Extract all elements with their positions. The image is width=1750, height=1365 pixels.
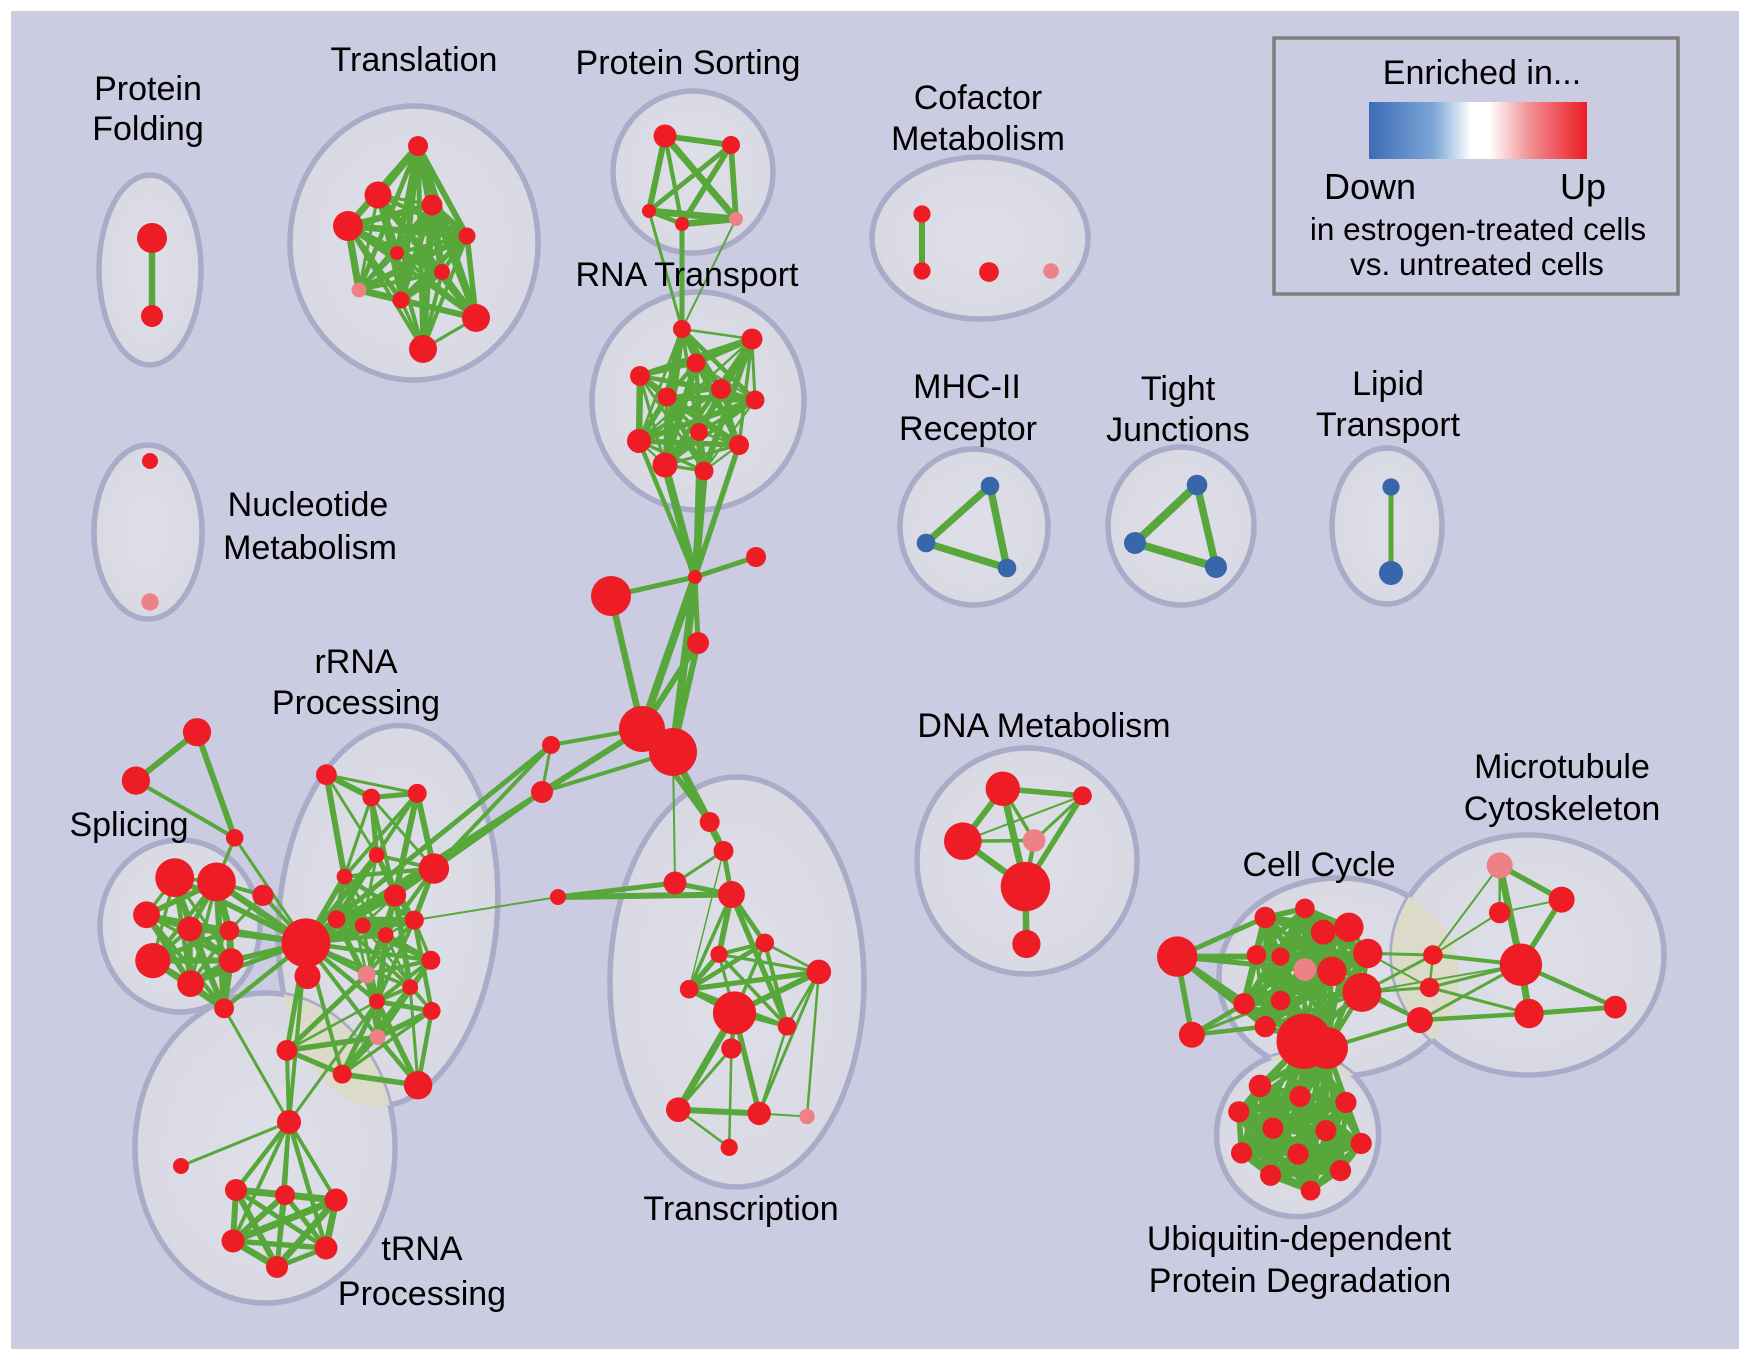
svg-text:Junctions: Junctions	[1106, 411, 1250, 449]
svg-text:Cytoskeleton: Cytoskeleton	[1464, 790, 1661, 828]
svg-text:Protein: Protein	[94, 70, 202, 108]
svg-text:Lipid: Lipid	[1352, 365, 1424, 403]
svg-text:Protein Sorting: Protein Sorting	[576, 44, 801, 82]
svg-text:Cell Cycle: Cell Cycle	[1242, 846, 1395, 884]
svg-text:Nucleotide: Nucleotide	[228, 486, 389, 524]
svg-text:Enriched in...: Enriched in...	[1383, 54, 1581, 92]
svg-text:Microtubule: Microtubule	[1474, 748, 1650, 786]
svg-text:MHC-II: MHC-II	[913, 368, 1021, 406]
svg-text:rRNA: rRNA	[314, 643, 397, 681]
svg-text:Protein Degradation: Protein Degradation	[1149, 1262, 1451, 1300]
svg-text:Ubiquitin-dependent: Ubiquitin-dependent	[1147, 1220, 1452, 1258]
svg-text:Processing: Processing	[338, 1275, 506, 1313]
svg-text:Translation: Translation	[331, 41, 498, 79]
svg-text:Folding: Folding	[92, 110, 204, 148]
svg-text:tRNA: tRNA	[381, 1230, 463, 1268]
svg-text:Splicing: Splicing	[69, 806, 188, 844]
svg-text:Transport: Transport	[1316, 406, 1461, 444]
svg-text:Tight: Tight	[1141, 370, 1216, 408]
svg-text:Transcription: Transcription	[643, 1190, 838, 1228]
svg-text:DNA Metabolism: DNA Metabolism	[917, 707, 1170, 745]
svg-text:Receptor: Receptor	[899, 410, 1037, 448]
svg-text:Cofactor: Cofactor	[914, 79, 1043, 117]
svg-text:in estrogen-treated cells: in estrogen-treated cells	[1310, 211, 1646, 247]
svg-text:Metabolism: Metabolism	[891, 120, 1065, 158]
svg-text:Processing: Processing	[272, 684, 440, 722]
svg-text:Down: Down	[1324, 166, 1416, 207]
svg-text:RNA Transport: RNA Transport	[576, 256, 800, 294]
svg-text:Metabolism: Metabolism	[223, 529, 397, 567]
svg-text:Up: Up	[1560, 166, 1606, 207]
svg-text:vs. untreated cells: vs. untreated cells	[1350, 246, 1604, 282]
